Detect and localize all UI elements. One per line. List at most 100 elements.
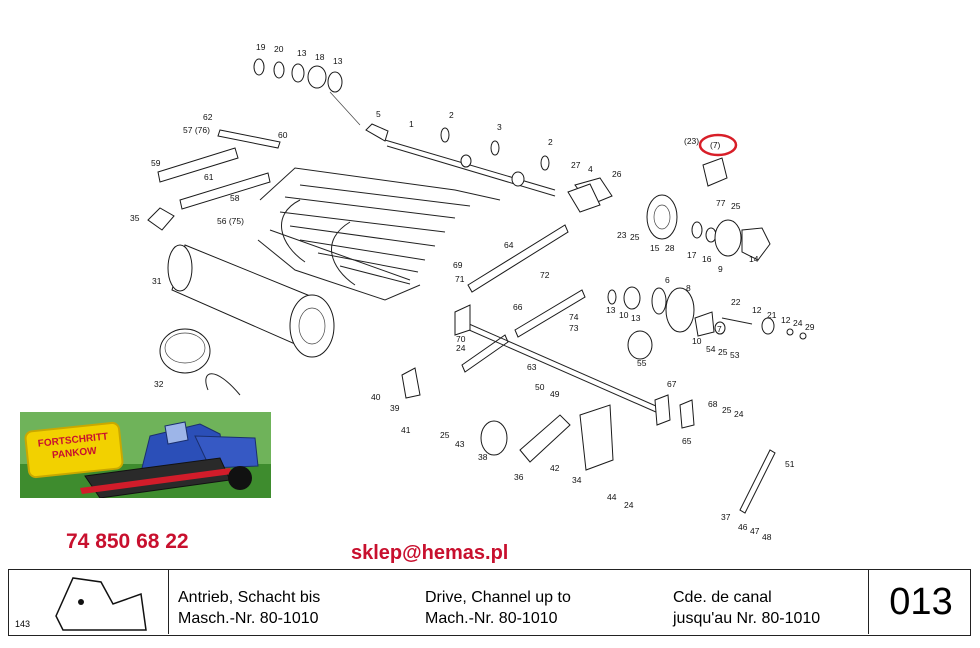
callout: 25 (630, 232, 640, 242)
callout: 24 (793, 318, 803, 328)
callout: 31 (152, 276, 162, 286)
callout: 25 (731, 201, 741, 211)
chain-link-58 (179, 172, 271, 210)
figure-number: 143 (15, 619, 31, 629)
callout: 47 (750, 526, 760, 536)
tensioner-assembly (607, 286, 807, 360)
phone-number: 74 850 68 22 (66, 530, 189, 553)
callout: 56 (75) (217, 216, 244, 226)
callout: 41 (401, 425, 411, 435)
callout: 67 (667, 379, 677, 389)
callout: 36 (514, 472, 524, 482)
callout: 13 (606, 305, 616, 315)
callout: 55 (637, 358, 647, 368)
callout: 54 (706, 344, 716, 354)
callout: 13 (297, 48, 307, 58)
main-shaft (365, 123, 613, 206)
callout: 12 (752, 305, 762, 315)
plate-66 (514, 289, 586, 338)
feeder-chain (257, 167, 501, 301)
callout: 10 (692, 336, 702, 346)
callout: 72 (540, 270, 550, 280)
callout: 4 (588, 164, 593, 174)
callout: 74 (569, 312, 579, 322)
callout: 58 (230, 193, 240, 203)
callout: 21 (767, 310, 777, 320)
callout: 69 (453, 260, 463, 270)
title-fr-line-2: jusqu'au Nr. 80-1010 (673, 610, 821, 627)
callout: 2 (449, 110, 454, 120)
callout: 26 (612, 169, 622, 179)
title-block: 143 Antrieb, Schacht bis Masch.-Nr. 80-1… (8, 569, 971, 636)
feeder-channel-symbol-icon (55, 577, 147, 631)
title-en-line-2: Mach.-Nr. 80-1010 (425, 610, 558, 627)
callout: 48 (762, 532, 772, 542)
callout: 24 (456, 343, 466, 353)
callout: 53 (730, 350, 740, 360)
callout: 64 (504, 240, 514, 250)
callout: 57 (76) (183, 125, 210, 135)
title-german: Antrieb, Schacht bis Masch.-Nr. 80-1010 (178, 587, 320, 629)
callout: 43 (455, 439, 465, 449)
page-number: 013 (868, 570, 973, 634)
callout: 13 (333, 56, 343, 66)
title-fr-line-1: Cde. de canal (673, 589, 772, 606)
callout: 13 (631, 313, 641, 323)
callout: 39 (390, 403, 400, 413)
title-de-line-2: Masch.-Nr. 80-1010 (178, 610, 319, 627)
cross-shaft-63 (454, 304, 671, 426)
callout: 14 (749, 254, 759, 264)
callout: 44 (607, 492, 617, 502)
callout: 40 (371, 392, 381, 402)
callout: 17 (687, 250, 697, 260)
shop-email: sklep@hemas.pl (351, 542, 509, 564)
callout: 29 (805, 322, 815, 332)
callout: 51 (785, 459, 795, 469)
callout: 46 (738, 522, 748, 532)
ring-32 (159, 328, 241, 396)
callout: 32 (154, 379, 164, 389)
callout: 8 (686, 283, 691, 293)
callout: 42 (550, 463, 560, 473)
callout: 10 (619, 310, 629, 320)
title-english: Drive, Channel up to Mach.-Nr. 80-1010 (425, 587, 571, 629)
callout: 9 (718, 264, 723, 274)
washer-group-top (253, 58, 361, 126)
callout: 16 (702, 254, 712, 264)
bracket-39 (401, 367, 421, 399)
parts-diagram: 19 20 13 18 13 5 1 2 3 2 62 57 (76) 60 5… (130, 42, 815, 542)
bar-57 (217, 129, 281, 149)
callout: 49 (550, 389, 560, 399)
callout: 63 (527, 362, 537, 372)
bracket-35 (147, 207, 175, 231)
callout: 35 (130, 213, 140, 223)
callout: 59 (151, 158, 161, 168)
highlight-circle (698, 133, 738, 157)
arm-36 (519, 414, 571, 463)
callout: 62 (203, 112, 213, 122)
callout: 68 (708, 399, 718, 409)
title-en-line-1: Drive, Channel up to (425, 589, 571, 606)
plate-70 (461, 334, 509, 373)
callout: 71 (455, 274, 465, 284)
callout: 15 (650, 243, 660, 253)
plate-34 (579, 404, 614, 471)
callout: 27 (571, 160, 581, 170)
callout: 61 (204, 172, 214, 182)
callout-labels: 19 20 13 18 13 5 1 2 3 2 62 57 (76) 60 5… (130, 42, 815, 542)
callout: 60 (278, 130, 288, 140)
callout: 5 (376, 109, 381, 119)
fortschritt-logo: FORTSCHRITT PANKOW (23, 421, 125, 479)
callout: 73 (569, 323, 579, 333)
callout: 7 (717, 324, 722, 334)
callout: 34 (572, 475, 582, 485)
callout: 25 (722, 405, 732, 415)
callout: 77 (716, 198, 726, 208)
drum-31 (167, 244, 335, 358)
callout: 25 (718, 347, 728, 357)
callout: 38 (478, 452, 488, 462)
plate-64 (467, 224, 569, 293)
callout: 3 (497, 122, 502, 132)
combine-harvester-image (80, 421, 259, 498)
callout: 28 (665, 243, 675, 253)
